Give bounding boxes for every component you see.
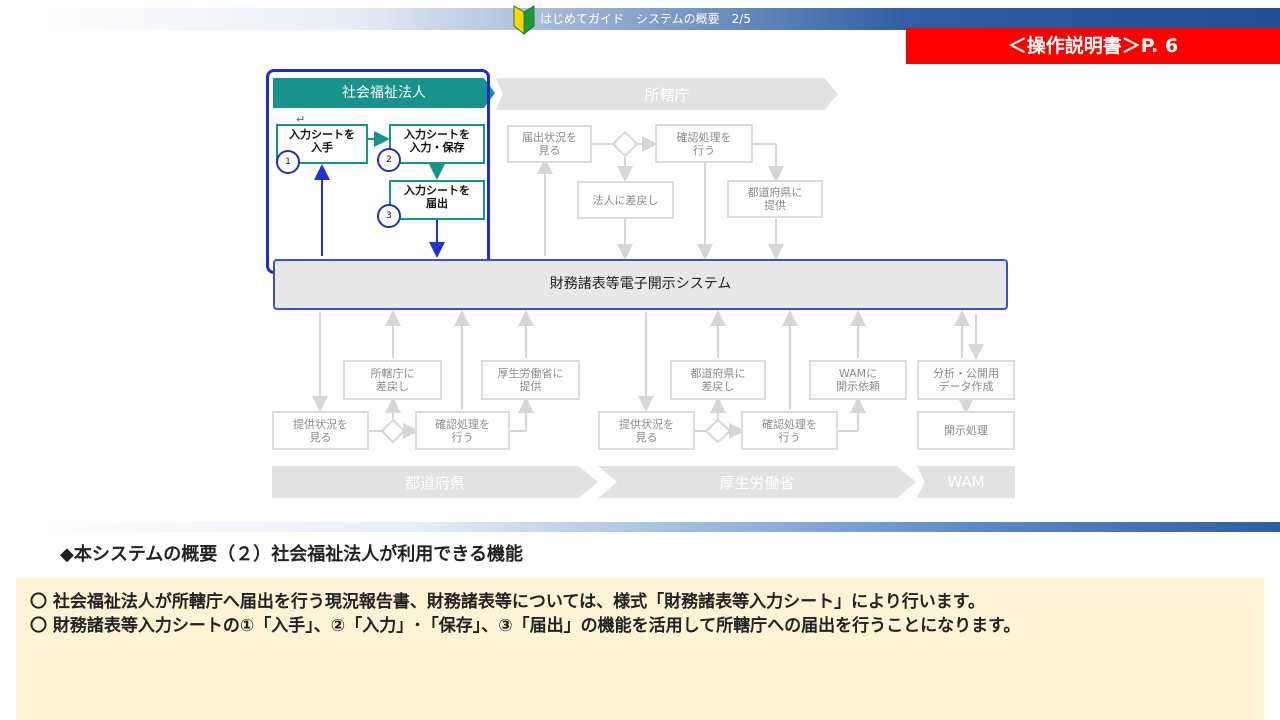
diagram-connectors: [312, 130, 984, 444]
section-gradient-bar: [40, 522, 1280, 532]
note-line-1: 〇 社会福祉法人が所轄庁へ届出を行う現況報告書、財務諸表等については、様式「財務…: [30, 592, 986, 612]
step-number-3: 3: [377, 204, 401, 228]
note-line-2: 〇 財務諸表等入力シートの①「入手」、②「入力」･「保存」、③「届出」の機能を活…: [30, 616, 1021, 636]
pref-provide-to-mhlw: 厚生労働省に 提供: [481, 360, 580, 400]
ministry-return-to-corp: 法人に差戻し: [577, 181, 674, 219]
disclosure-system-bar: 財務諸表等電子開示システム: [273, 259, 1008, 310]
section-heading: ◆本システムの概要（２）社会福祉法人が利用できる機能: [60, 544, 523, 565]
mhlw-view-status: 提供状況を 見る: [598, 411, 695, 450]
mhlw-confirm: 確認処理を 行う: [741, 411, 838, 450]
flow-diagram: 社会福祉法人 所轄庁 ↵ 入力シートを 入手 入力シートを 入力・保存 入力シー…: [266, 69, 1015, 498]
step-input-save-sheet[interactable]: 入力シートを 入力・保存: [389, 124, 485, 164]
header-title: はじめてガイド システムの概要 2/5: [540, 12, 751, 26]
lane-mhlw: 厚生労働省: [598, 466, 916, 498]
enter-mark-icon: ↵: [296, 113, 306, 126]
corp-highlight-frame: [266, 69, 490, 274]
ministry-view-status: 届出状況を 見る: [507, 125, 592, 163]
step-number-2: 2: [377, 148, 401, 172]
mhlw-request-wam: WAMに 開示依頼: [809, 360, 907, 400]
lane-prefecture: 都道府県: [272, 466, 598, 498]
pref-view-status: 提供状況を 見る: [272, 411, 369, 450]
wam-analyze-data: 分析・公開用 データ作成: [917, 360, 1015, 400]
header-gradient-bar: [40, 8, 1280, 30]
step-number-1: 1: [276, 150, 300, 174]
lane-ministry: 所轄庁: [496, 78, 838, 110]
explanation-note: 〇 社会福祉法人が所轄庁へ届出を行う現況報告書、財務諸表等については、様式「財務…: [16, 578, 1264, 720]
mhlw-return-to-pref: 都道府県に 差戻し: [670, 360, 766, 400]
lane-corp: 社会福祉法人: [273, 78, 495, 108]
beginner-mark-icon: [512, 4, 536, 36]
ministry-confirm: 確認処理を 行う: [655, 124, 753, 163]
ministry-provide-to-pref: 都道府県に 提供: [727, 180, 823, 218]
pref-return-to-ministry: 所轄庁に 差戻し: [343, 360, 442, 400]
step-submit-sheet[interactable]: 入力シートを 届出: [389, 180, 485, 220]
pref-confirm: 確認処理を 行う: [415, 411, 510, 450]
wam-disclosure-process: 開示処理: [917, 411, 1015, 450]
manual-page-badge: ＜操作説明書＞P. 6: [906, 28, 1280, 64]
lane-wam: WAM: [917, 466, 1015, 498]
